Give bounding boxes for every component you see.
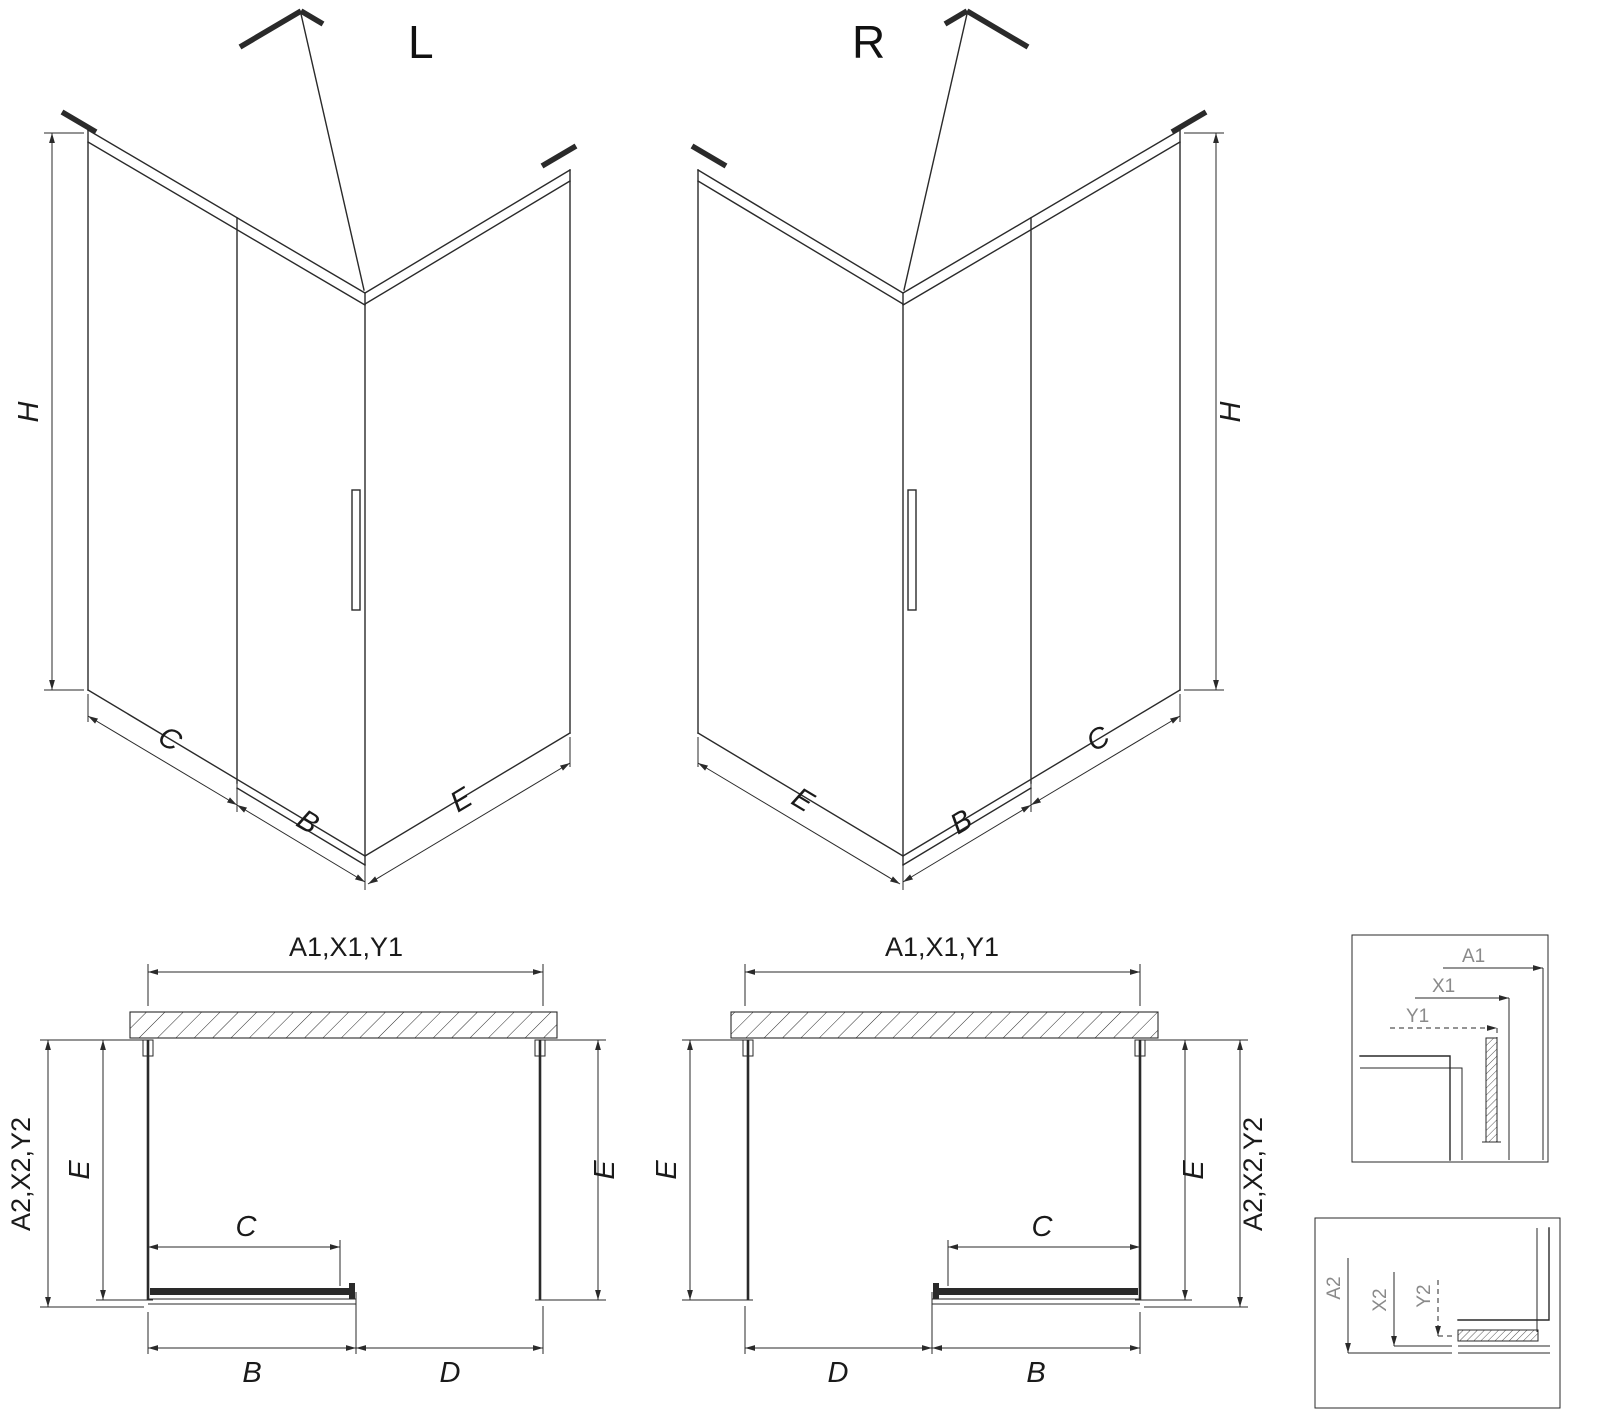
glass-section bbox=[1485, 1037, 1498, 1143]
dim-label-door: B bbox=[1026, 1357, 1045, 1389]
detail-frame bbox=[1351, 934, 1549, 1163]
plan-right-drawing bbox=[730, 1011, 1159, 1305]
door-end-cap bbox=[349, 1283, 355, 1299]
wall-profile-left bbox=[690, 143, 728, 169]
dim-label-side: E bbox=[786, 782, 820, 820]
dim-label-height: H bbox=[1215, 401, 1247, 422]
wall-section-hatched bbox=[129, 1011, 558, 1039]
dim-label-width: A1,X1,Y1 bbox=[885, 932, 999, 962]
wall-profile bbox=[534, 1039, 546, 1057]
dim-label-fixed: C bbox=[152, 720, 187, 759]
dim-label-depth-outer: A2,X2,Y2 bbox=[1238, 1117, 1268, 1231]
dim-label-side: E bbox=[445, 781, 479, 819]
detail-bottom-drawing bbox=[1457, 1227, 1550, 1354]
variant-label-left: L bbox=[408, 16, 434, 68]
door-end-cap bbox=[933, 1283, 939, 1299]
plan-view-right: A1,X1,Y1 E E A2,X2,Y2 C D bbox=[651, 932, 1268, 1389]
dim-label-fixed: C bbox=[1032, 1211, 1054, 1243]
iso-right-enclosure-drawing bbox=[690, 8, 1208, 866]
plan-left-dimensions: A1,X1,Y1 A2,X2,Y2 E E C B bbox=[6, 932, 621, 1389]
dim-label-height: H bbox=[13, 401, 45, 422]
variant-label-right: R bbox=[852, 16, 885, 68]
iso-left-enclosure-drawing bbox=[60, 8, 578, 866]
detail-bottom-dimensions: A2 X2 Y2 bbox=[1324, 1258, 1455, 1354]
sliding-door bbox=[935, 1288, 1138, 1295]
detail-frame bbox=[1314, 1217, 1561, 1409]
detail-label-y2: Y2 bbox=[1414, 1284, 1435, 1307]
iso-view-right: R bbox=[690, 8, 1247, 890]
wall-section-hatched bbox=[730, 1011, 1159, 1039]
wall-profile bbox=[742, 1039, 754, 1057]
dim-label-width: A1,X1,Y1 bbox=[289, 932, 403, 962]
detail-top-drawing bbox=[1359, 1030, 1544, 1161]
ceiling-bracket bbox=[238, 8, 325, 50]
iso-right-dimensions: H E B C bbox=[697, 132, 1247, 890]
detail-label-y1: Y1 bbox=[1406, 1006, 1429, 1027]
dim-label-opening: D bbox=[440, 1357, 461, 1389]
detail-label-a2: A2 bbox=[1324, 1276, 1345, 1299]
plan-left-drawing bbox=[129, 1011, 558, 1305]
detail-label-x2: X2 bbox=[1370, 1288, 1391, 1311]
plan-right-dimensions: A1,X1,Y1 E E A2,X2,Y2 C D bbox=[651, 932, 1268, 1389]
wall-profile-right bbox=[540, 143, 578, 169]
detail-label-x1: X1 bbox=[1432, 976, 1455, 997]
dim-label-door: B bbox=[242, 1357, 261, 1389]
wall-profile-left bbox=[60, 109, 98, 135]
wall-profile-right bbox=[1170, 109, 1208, 135]
iso-view-left: L bbox=[13, 8, 578, 890]
detail-label-a1: A1 bbox=[1462, 946, 1485, 967]
glass-section bbox=[1457, 1329, 1539, 1342]
detail-view-top: A1 X1 Y1 bbox=[1351, 934, 1549, 1163]
dim-label-fixed: C bbox=[236, 1211, 258, 1243]
dim-label-opening: D bbox=[828, 1357, 849, 1389]
door-handle bbox=[907, 489, 917, 611]
dim-label-door: B bbox=[291, 804, 324, 841]
dim-label-depth-outer: A2,X2,Y2 bbox=[6, 1117, 36, 1231]
iso-left-dimensions: H C B E bbox=[13, 132, 571, 890]
ceiling-bracket bbox=[943, 8, 1030, 50]
dim-label-depth-right: E bbox=[589, 1160, 621, 1180]
dim-label-depth-left: E bbox=[64, 1160, 96, 1180]
door-handle bbox=[351, 489, 361, 611]
plan-view-left: A1,X1,Y1 A2,X2,Y2 E E C B bbox=[6, 932, 621, 1389]
support-bar bbox=[300, 13, 365, 291]
sliding-door bbox=[150, 1288, 353, 1295]
detail-view-bottom: A2 X2 Y2 bbox=[1314, 1217, 1561, 1409]
dim-label-depth-left: E bbox=[651, 1160, 683, 1180]
dim-label-fixed: C bbox=[1081, 720, 1116, 759]
detail-top-dimensions: A1 X1 Y1 bbox=[1390, 946, 1544, 1038]
support-bar bbox=[903, 13, 968, 291]
dim-label-depth-right: E bbox=[1178, 1160, 1210, 1180]
